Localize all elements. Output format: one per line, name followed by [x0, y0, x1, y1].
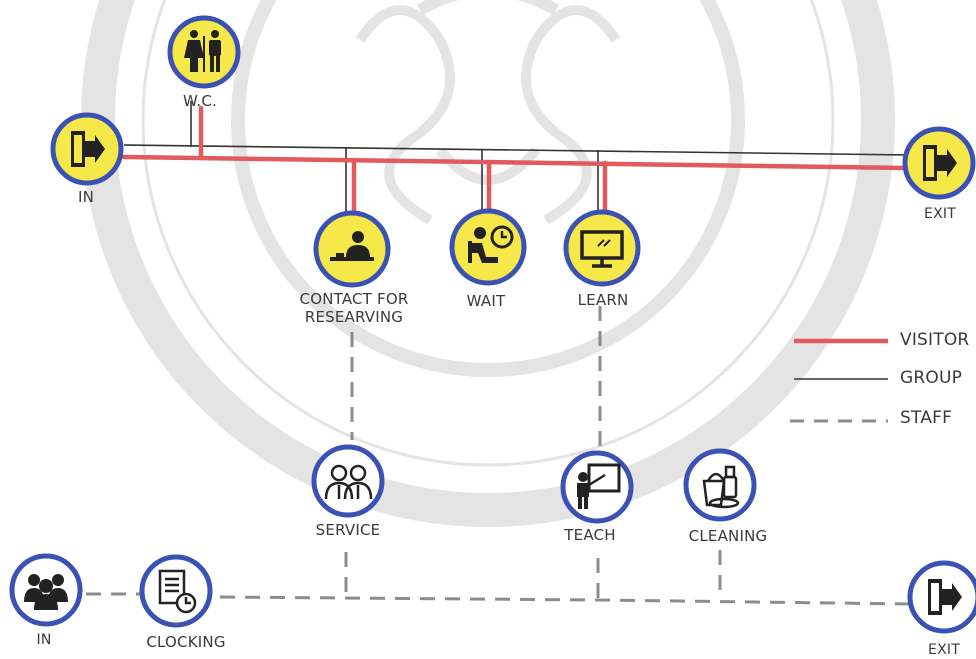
node-cleaning [683, 448, 757, 522]
label-wait: WAIT [466, 292, 506, 310]
label-teach: TEACH [564, 526, 616, 544]
label-wc: W.C. [183, 92, 217, 110]
teacher-board-icon [577, 463, 621, 509]
group-route [123, 101, 911, 212]
legend-group-label: GROUP [900, 368, 963, 388]
monitor-icon [580, 230, 624, 268]
restroom-icon [184, 30, 221, 72]
node-exit-visitor [902, 126, 976, 200]
label-in-staff: IN [36, 632, 52, 648]
node-clocking [139, 554, 213, 628]
label-contact-line-2: RESEARVING [304, 308, 404, 326]
staff-route [86, 306, 911, 606]
node-contact [313, 210, 391, 288]
label-exit-staff: EXIT [928, 642, 960, 658]
label-learn: LEARN [577, 291, 629, 309]
node-wc [167, 15, 241, 89]
staff-group-icon [24, 574, 68, 610]
node-in-visitor [50, 112, 124, 186]
label-contact: CONTACT FOR RESEARVING [300, 290, 409, 326]
label-exit-visitor: EXIT [924, 206, 956, 222]
cleaning-supplies-icon [702, 465, 740, 509]
legend-visitor-label: VISITOR [900, 330, 970, 350]
door-exit-icon [923, 145, 957, 181]
legend-staff-label: STAFF [900, 408, 953, 428]
node-service [311, 444, 385, 518]
node-in-staff [9, 553, 83, 627]
label-cleaning: CLEANING [688, 527, 768, 545]
label-service: SERVICE [315, 521, 381, 539]
node-learn [563, 209, 641, 287]
timesheet-clock-icon [158, 569, 197, 614]
node-exit-staff [907, 560, 976, 634]
label-contact-line-1: CONTACT FOR [299, 290, 409, 308]
reception-desk-icon [330, 231, 374, 261]
node-teach [560, 450, 634, 524]
waiting-person-icon [468, 225, 514, 263]
door-exit-icon [928, 579, 962, 615]
label-in-visitor: IN [77, 188, 95, 206]
service-staff-icon [324, 464, 373, 500]
legend [790, 338, 888, 423]
visitor-route [121, 105, 908, 219]
node-wait [449, 208, 527, 286]
door-exit-icon [71, 131, 105, 167]
label-clocking: CLOCKING [146, 633, 226, 651]
